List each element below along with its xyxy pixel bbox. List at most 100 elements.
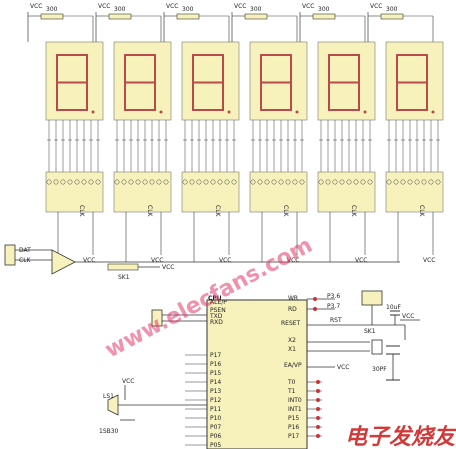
cpu-left-pin-label: P16 [210, 361, 221, 368]
pullup-resistor [244, 13, 268, 20]
ea-label: EA/VP [284, 362, 302, 369]
seven-segment-display [45, 41, 104, 121]
wr-label: WR [288, 295, 298, 302]
cpu-chip [206, 299, 308, 449]
cpu-right-pin-label: INT0 [288, 397, 302, 404]
cpu-right-pin-label: P15 [288, 415, 299, 422]
pin-junction [316, 389, 320, 393]
decimal-point [295, 110, 299, 114]
crystal [371, 339, 383, 355]
chip-pin [414, 179, 420, 185]
seven-segment-display [317, 41, 376, 121]
pin-junction [316, 425, 320, 429]
vcc-label-top: VCC [98, 3, 110, 10]
vcc-ea-label: VCC [337, 364, 349, 371]
clk-label: CLK [282, 205, 289, 218]
clk-label: CLK [350, 205, 357, 218]
cpu-right-pin-label: P16 [288, 424, 299, 431]
site-logo: 电子发烧友 [345, 424, 456, 449]
cpu-left-pin-label: P06 [210, 433, 221, 440]
decimal-point [159, 110, 163, 114]
pin-junction [316, 398, 320, 402]
chip-pin [264, 179, 270, 185]
ls1-label: LS1 [103, 393, 114, 400]
chip-pin [95, 179, 101, 185]
vcc-sk1-label: VCC [162, 264, 174, 271]
pullup-resistor [108, 13, 132, 20]
pin-junction [316, 434, 320, 438]
pullup-resistor [40, 13, 64, 20]
chip-pin [217, 179, 223, 185]
clk-label: CLK [146, 205, 153, 218]
chip-pin [224, 179, 230, 185]
chip-pin [88, 179, 94, 185]
clk-in-label: CLK [19, 257, 32, 264]
vcc-label-bottom: VCC [151, 257, 163, 264]
vcc-label-bottom: VCC [355, 257, 367, 264]
vcc-speaker-label: VCC [122, 378, 134, 385]
chip-pin [285, 179, 291, 185]
seven-segment-display [249, 41, 308, 121]
cpu-left-pin-label: P14 [210, 379, 221, 386]
chip-pin [325, 179, 331, 185]
chip-pin [367, 179, 373, 185]
cpu-left-pin-label: P10 [210, 415, 221, 422]
sk1-resistor [107, 263, 139, 271]
clk-label: CLK [214, 205, 221, 218]
psen-label: PSEN [210, 307, 226, 314]
chip-pin [353, 179, 359, 185]
vcc-label-top: VCC [370, 3, 382, 10]
chip-pin [81, 179, 87, 185]
x1-label: X1 [288, 346, 296, 353]
pin-junction [316, 416, 320, 420]
chip-pin [386, 179, 392, 185]
input-connector [4, 244, 16, 266]
serial-connector [151, 309, 163, 327]
vcc-label-top: VCC [166, 3, 178, 10]
pullup-resistor [380, 13, 404, 20]
chip-pin [196, 179, 202, 185]
reset-label: RESET [281, 320, 301, 327]
dat-label: DAT [19, 247, 31, 254]
chip-pin [435, 179, 441, 185]
reset-switch [361, 290, 383, 306]
chip-pin [346, 179, 352, 185]
vcc-label-bottom: VCC [287, 257, 299, 264]
seven-segment-display [181, 41, 240, 121]
ls1-part-label: 1SB30 [99, 428, 119, 435]
x2-label: X2 [288, 337, 296, 344]
resistor-value-label: 300 [386, 6, 398, 13]
shift-register-chip [45, 171, 104, 213]
cap-30pf-label: 30PF [372, 366, 387, 373]
resistor-value-label: 300 [114, 6, 126, 13]
chip-pin [257, 179, 263, 185]
pin-junction [316, 380, 320, 384]
input-stage: DAT CLK SK1 VCC [4, 244, 400, 281]
cpu-right-pin-label: T0 [287, 379, 296, 386]
speaker [107, 394, 119, 416]
chip-pin [250, 179, 256, 185]
sk1-label: SK1 [118, 274, 130, 281]
chip-pin [121, 179, 127, 185]
cpu-left-pin-label: P15 [210, 370, 221, 377]
cap-10uf-label: 10uF [386, 304, 401, 311]
vcc-label-bottom: VCC [83, 257, 95, 264]
chip-pin [53, 179, 59, 185]
rxd-label: RXD [210, 319, 223, 326]
ale-label: ALE/P [210, 299, 227, 306]
chip-pin [271, 179, 277, 185]
vcc-label-bottom: VCC [423, 257, 435, 264]
chip-pin [421, 179, 427, 185]
cpu-right-pin-label: INT1 [288, 406, 302, 413]
vcc-label-top: VCC [302, 3, 314, 10]
shift-register-chip [249, 171, 308, 213]
cpu-label: CPU [208, 295, 222, 302]
clk-label: CLK [418, 205, 425, 218]
buffer-gate [51, 249, 76, 275]
rst-label: RST [330, 317, 342, 324]
txd-label: TXD [209, 313, 223, 320]
shift-register-chip [385, 171, 444, 213]
vcc-label-bottom: VCC [219, 257, 231, 264]
